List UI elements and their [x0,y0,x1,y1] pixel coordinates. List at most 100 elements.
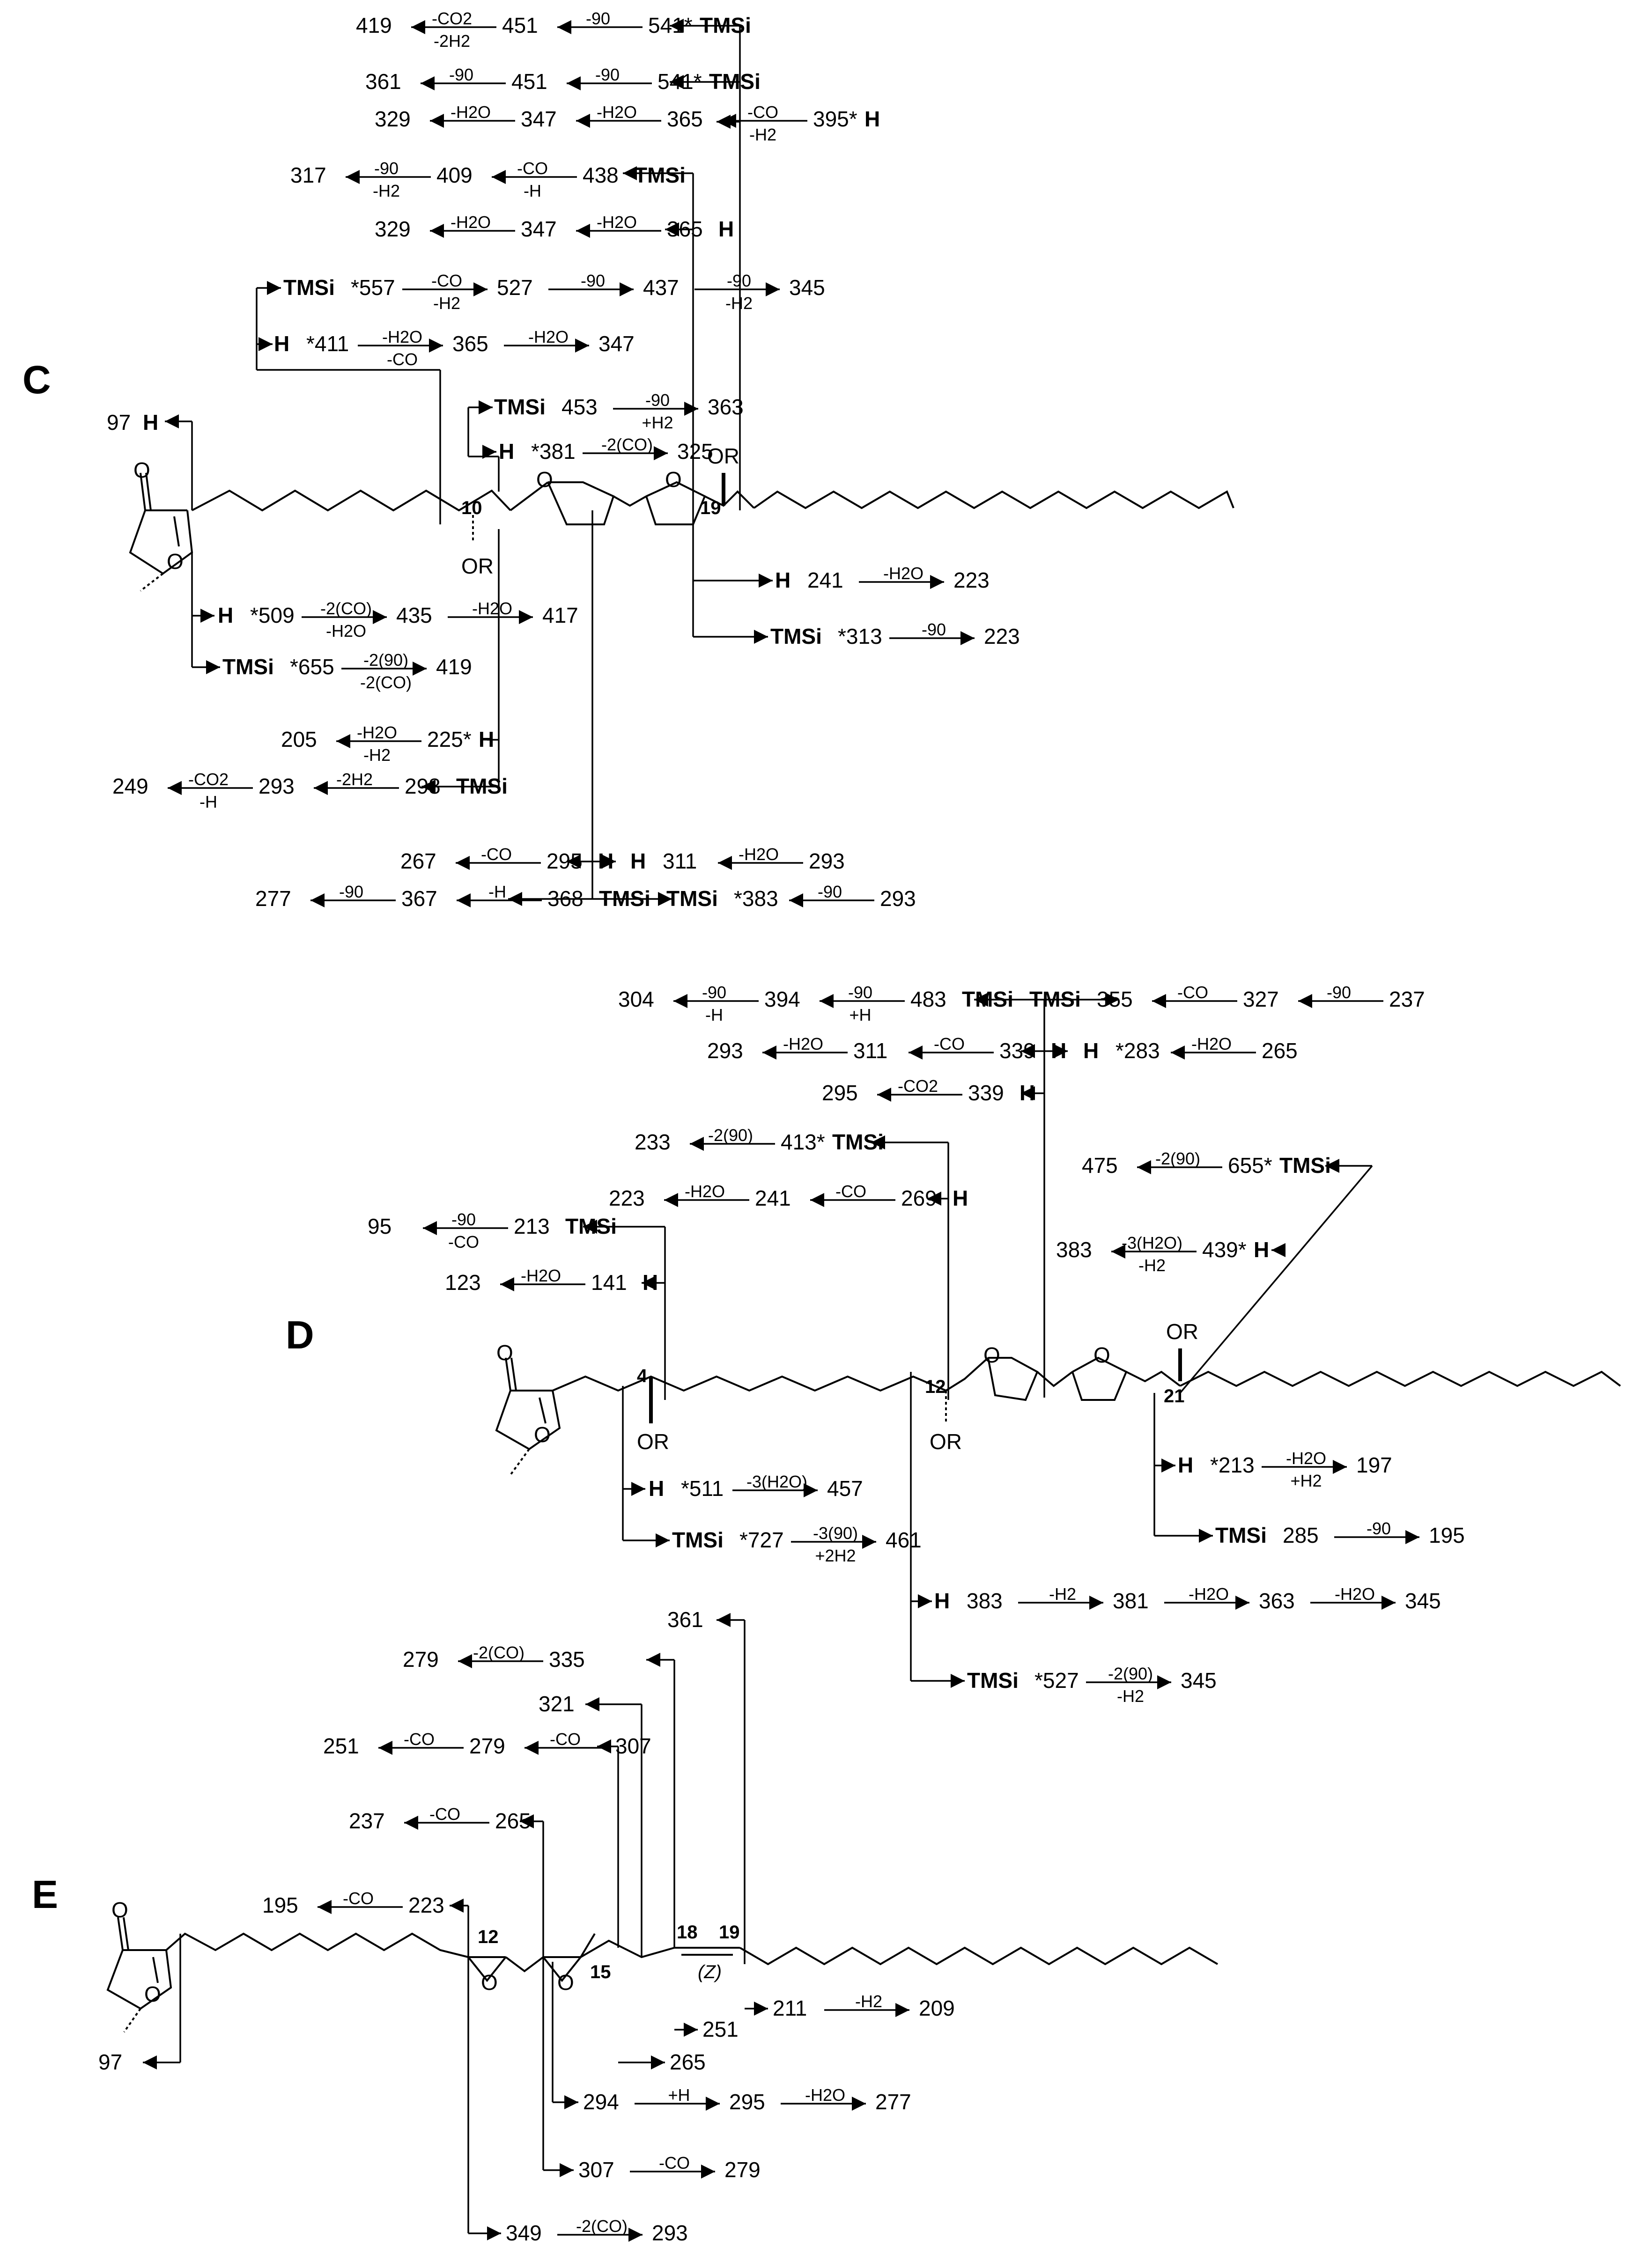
loss-label: +H2 [1290,1471,1322,1490]
fragment-mz: 363 [1259,1589,1295,1613]
or-label: OR [461,554,494,578]
fragment-mz: 97 [107,410,131,434]
loss-label: -H2O [805,2085,845,2105]
position-label: 18 [677,1922,698,1943]
fragment-mz: 295 [729,2090,765,2114]
loss-label: -H2 [855,1992,882,2011]
fragment-mz: 329 [375,107,411,131]
fragment-mz: 365 [667,107,703,131]
loss-label: -90 [818,882,842,901]
loss-label: -90 [645,390,670,410]
loss-label: -H2O [597,213,637,232]
loss-label: -90 [1367,1519,1391,1538]
fragment-mz: 367 [401,886,437,911]
fragment-group: TMSi [283,275,335,300]
fragment-group: H [218,603,233,627]
loss-label: -90 [702,983,726,1002]
fragment-mz: 249 [112,774,148,798]
fragment-mz: 241 [755,1186,791,1210]
loss-label: -2(CO) [473,1643,525,1662]
loss-label: -CO [1177,983,1208,1002]
fragment-mz: 267 [400,849,436,873]
furan-oxygen: O [536,467,553,492]
fragment-mz: *655 [290,655,334,679]
fragment-mz: 213 [514,1214,550,1238]
loss-label: +2H2 [815,1546,856,1565]
fragment-mz: *213 [1210,1453,1255,1477]
loss-label: -H [705,1005,723,1024]
loss-label: -90 [848,983,872,1002]
fragment-mz: 223 [953,568,990,592]
fragment-group: H [649,1476,664,1501]
fragment-group: TMSi [962,987,1013,1011]
fragment-mz: *511 [681,1476,724,1501]
loss-label: -CO2 [432,9,472,28]
position-label: 10 [461,498,482,518]
loss-label: -H2O [472,599,512,618]
position-label: 19 [719,1922,740,1943]
epoxide-oxygen: O [557,1970,574,1995]
loss-label: -CO2 [188,770,229,789]
fragment-mz: 655* [1228,1153,1272,1178]
or-label: OR [930,1429,962,1454]
loss-label: -2(CO) [601,435,653,454]
fragment-group: H [1083,1038,1099,1063]
fragment-mz: 475 [1082,1153,1118,1178]
fragment-group: H [479,727,494,751]
loss-label: -90 [581,271,605,290]
loss-label: -H [199,792,217,811]
fragment-group: H [630,849,646,873]
fragment-mz: 451 [502,13,538,37]
fragment-mz: 383 [967,1589,1003,1613]
ring-oxygen: O [534,1422,551,1447]
fragment-group: H [775,568,790,592]
furan-oxygen: O [665,467,682,492]
fragment-group: TMSi [456,774,508,798]
fragment-mz: 361 [667,1607,703,1632]
fragment-mz: 365 [452,331,488,356]
fragment-mz: 197 [1356,1453,1392,1477]
loss-label: -2H2 [434,31,470,51]
fragment-mz: *283 [1115,1038,1160,1063]
geometry-label: (Z) [698,1962,722,1982]
fragment-mz: 317 [290,163,326,187]
fragment-mz: 279 [724,2158,761,2182]
fragment-mz: *383 [734,886,778,911]
fragment-group: TMSi [1029,987,1081,1011]
loss-label: -H2O [521,1266,561,1285]
loss-label: -CO [747,103,778,122]
fragment-mz: 365 [667,217,703,241]
fragment-mz: 223 [609,1186,645,1210]
fragment-mz: 225* [427,727,472,751]
loss-label: -90 [374,159,399,178]
carbonyl-oxygen: O [111,1898,128,1922]
position-label: 4 [637,1366,648,1386]
fragment-mz: 413* [781,1130,825,1154]
fragment-mz: 439* [1202,1237,1247,1262]
loss-label: -H2O [685,1182,725,1201]
fragment-mz: 141 [591,1270,627,1295]
fragment-group: TMSi [565,1214,617,1238]
loss-label: -CO [934,1034,965,1053]
fragment-group: TMSi [634,163,686,187]
loss-label: -CO [431,271,462,290]
loss-label: -H2O [357,723,397,742]
loss-label: -H2 [749,125,776,144]
loss-label: -CO [387,350,418,369]
fragment-mz: 251 [323,1734,359,1758]
loss-label: -90 [595,65,620,84]
fragment-mz: 327 [1243,987,1279,1011]
loss-label: -90 [451,1210,476,1229]
fragment-mz: 265 [1262,1038,1298,1063]
fragment-mz: 277 [875,2090,911,2114]
panel-c-fragments: 97 H [107,410,158,434]
fragment-mz: 293 [809,849,845,873]
fragment-group: TMSi [599,886,650,911]
fragment-mz: 345 [789,275,825,300]
loss-label: -2(90) [1108,1664,1153,1683]
epoxide-oxygen: O [481,1970,498,1995]
fragment-mz: 409 [436,163,473,187]
